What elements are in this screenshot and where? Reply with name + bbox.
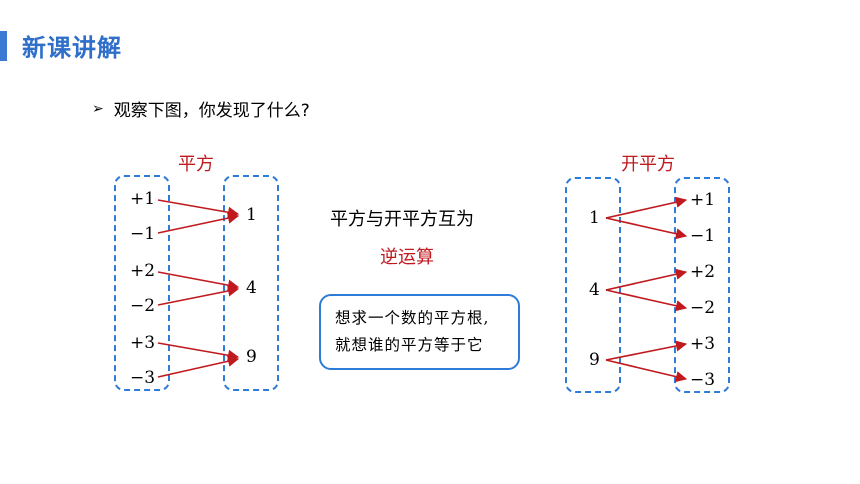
arrow-4-to-plus2 [605, 268, 688, 291]
arrow-1-to-plus1 [605, 196, 688, 219]
left-output-box [223, 175, 279, 391]
right-output-minus2: −2 [690, 298, 716, 318]
prompt-text: 观察下图，你发现了什么? [113, 101, 310, 121]
right-output-minus1: −1 [690, 226, 716, 246]
right-input-box [565, 177, 621, 393]
left-output-1: 1 [246, 205, 257, 225]
right-input-4: 4 [589, 280, 600, 300]
left-input-plus1: +1 [130, 189, 156, 209]
left-input-minus3: −3 [130, 368, 156, 388]
arrow-1-to-minus1 [605, 217, 688, 240]
right-output-minus3: −3 [690, 370, 716, 390]
header-accent-bar [0, 31, 7, 61]
left-input-box [114, 175, 170, 391]
inverse-operation-label: 逆运算 [380, 247, 434, 268]
arrow-4-to-minus2 [605, 289, 688, 312]
arrow-9-to-minus3 [605, 359, 688, 383]
tip-line-2: 就想谁的平方等于它 [335, 336, 484, 354]
page-title: 新课讲解 [22, 34, 122, 62]
tip-box: 想求一个数的平方根, 就想谁的平方等于它 [319, 294, 520, 370]
prompt-line: ➢ 观察下图，你发现了什么? [92, 96, 310, 122]
left-input-plus3: +3 [130, 333, 156, 353]
triangle-arrow-icon: ➢ [92, 100, 104, 117]
left-input-plus2: +2 [130, 261, 156, 281]
tip-line-1: 想求一个数的平方根, [335, 309, 490, 327]
inverse-statement: 平方与开平方互为 [330, 209, 474, 230]
arrow-plus3-to-9 [157, 342, 240, 361]
right-input-9: 9 [589, 350, 600, 370]
right-output-plus2: +2 [690, 262, 716, 282]
arrow-minus3-to-9 [157, 355, 240, 378]
arrow-minus1-to-1 [157, 212, 240, 234]
left-input-minus1: −1 [130, 224, 156, 244]
square-root-label: 开平方 [621, 154, 675, 175]
left-output-9: 9 [246, 347, 257, 367]
arrow-plus1-to-1 [157, 199, 240, 218]
right-output-plus3: +3 [690, 334, 716, 354]
left-output-4: 4 [246, 278, 257, 298]
arrow-minus2-to-4 [157, 285, 240, 306]
right-output-plus1: +1 [690, 190, 716, 210]
square-label: 平方 [178, 154, 214, 175]
right-output-box [674, 177, 730, 393]
right-input-1: 1 [589, 208, 600, 228]
arrow-plus2-to-4 [157, 271, 240, 291]
left-input-minus2: −2 [130, 296, 156, 316]
arrow-9-to-plus3 [605, 340, 688, 361]
